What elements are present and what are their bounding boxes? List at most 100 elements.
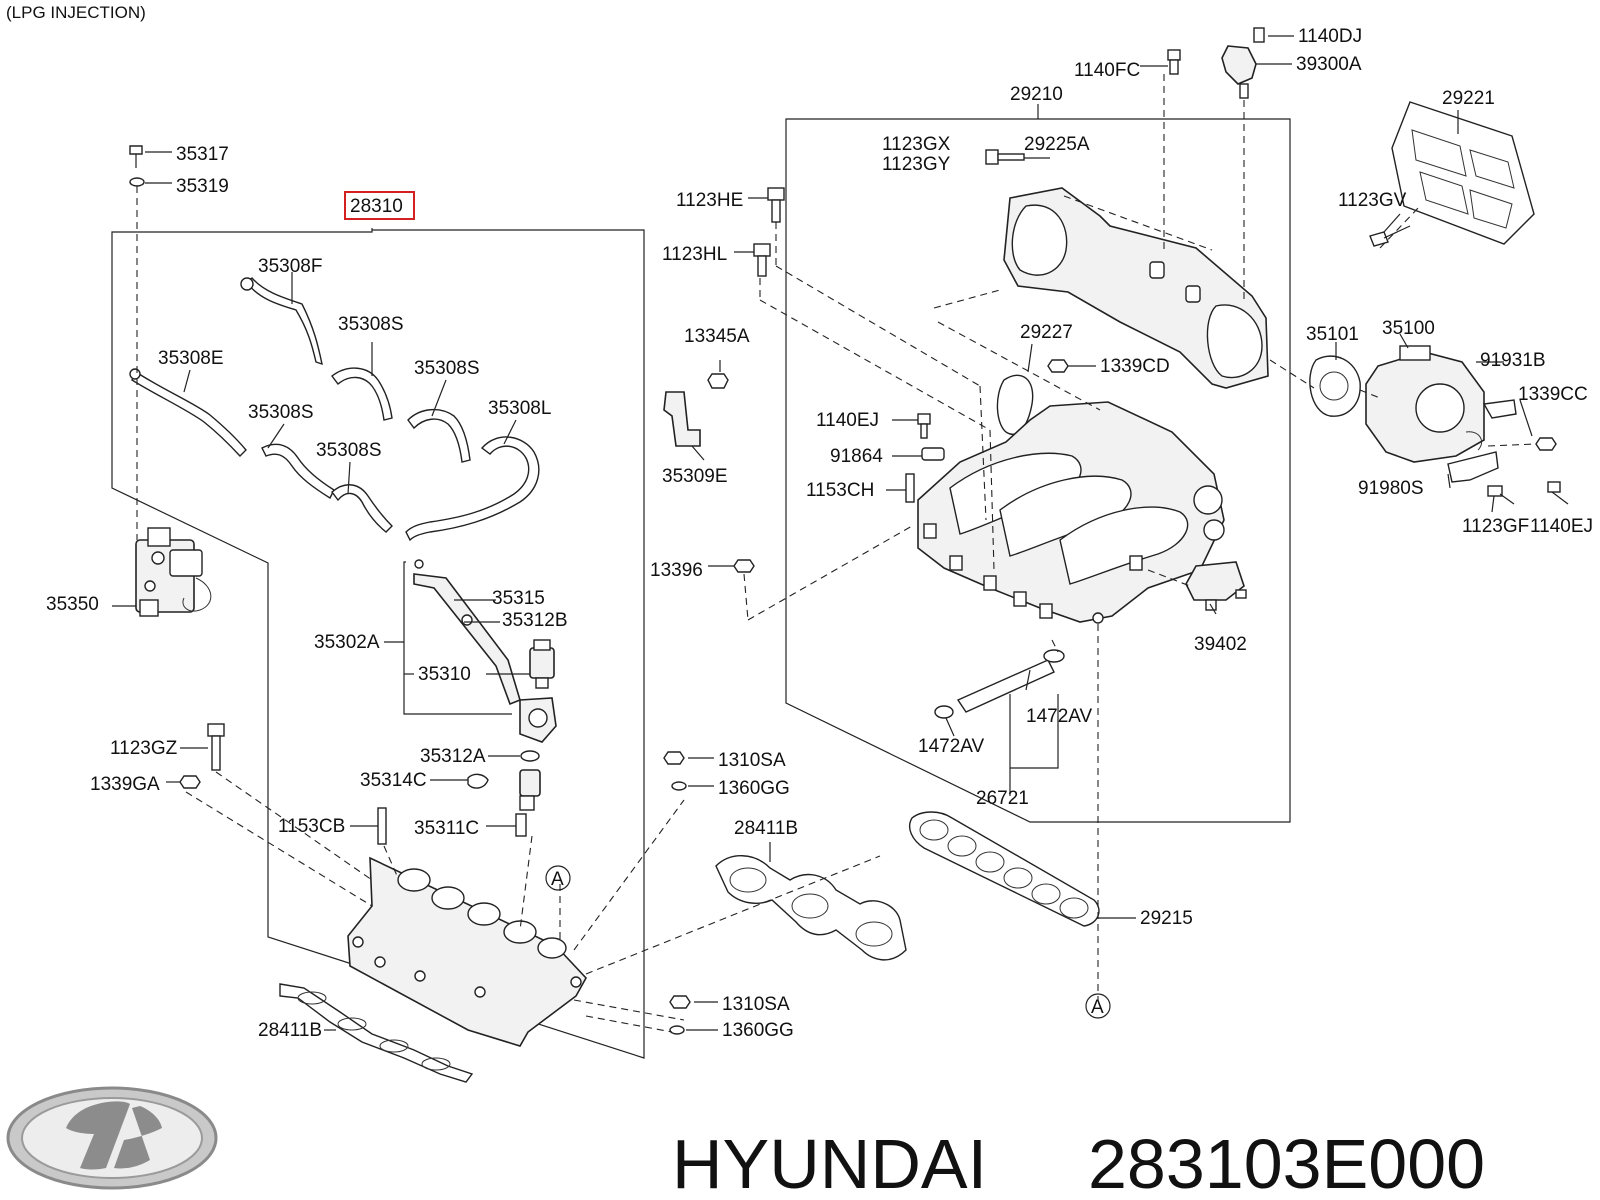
bracket-91864 xyxy=(921,447,945,461)
label-35312B: 35312B xyxy=(502,610,568,631)
label-35315: 35315 xyxy=(492,588,545,609)
bracket-91980S xyxy=(1447,451,1499,483)
surge-tank-29210 xyxy=(1003,187,1269,389)
gasket-28411B-left xyxy=(279,983,474,1083)
label-35310: 35310 xyxy=(418,664,471,685)
label-35100: 35100 xyxy=(1382,318,1435,339)
label-35308S-d: 35308S xyxy=(316,440,382,461)
bolt-1140EJ-lower xyxy=(1547,481,1569,505)
callout-labels: 35317 35319 28310 35308F 35308S 35308E 3… xyxy=(46,26,1593,1041)
label-1310SA-b: 1310SA xyxy=(722,994,790,1015)
hose-35308L xyxy=(405,436,540,542)
bracket-91931B xyxy=(1482,399,1517,419)
nut-1339GA xyxy=(179,775,201,789)
bolt-1123HL xyxy=(753,243,771,277)
gasket-28411B-center xyxy=(715,855,907,961)
stud-1153CH xyxy=(905,473,915,503)
bolt-1123GF xyxy=(1487,485,1515,505)
nut-1310SA-upper xyxy=(663,751,685,765)
label-35308E: 35308E xyxy=(158,348,224,369)
label-1153CH: 1153CH xyxy=(806,480,874,501)
label-35101: 35101 xyxy=(1306,324,1359,345)
label-13396: 13396 xyxy=(650,560,703,581)
label-1140DJ: 1140DJ xyxy=(1298,26,1362,47)
bolt-1140EJ-upper xyxy=(917,413,931,439)
label-29210: 29210 xyxy=(1010,84,1063,105)
label-35302A: 35302A xyxy=(314,632,380,653)
hose-35308S-b xyxy=(407,409,471,463)
assembly-box-left xyxy=(111,228,645,1059)
label-29227: 29227 xyxy=(1020,322,1073,343)
label-1339CD: 1339CD xyxy=(1100,356,1170,377)
label-29221: 29221 xyxy=(1442,88,1495,109)
bolt-35317 xyxy=(129,145,143,168)
hose-35308S-d xyxy=(331,484,393,533)
label-35319: 35319 xyxy=(176,176,229,197)
label-1360GG-b: 1360GG xyxy=(722,1020,794,1041)
nozzle-35314C xyxy=(467,773,489,789)
bolt-1140FC xyxy=(1167,49,1181,75)
label-1153CB: 1153CB xyxy=(278,816,345,837)
hyundai-logo xyxy=(6,1086,218,1190)
bolt-1123GZ xyxy=(207,723,225,771)
hose-35308S-c xyxy=(261,443,335,500)
label-1123GF: 1123GF xyxy=(1462,516,1529,537)
nut-1339CC xyxy=(1535,437,1557,451)
alignment-dashed-lines xyxy=(185,74,1537,1033)
nut-13345A xyxy=(707,373,729,389)
label-28310: 28310 xyxy=(350,196,403,217)
bolt-1123GV xyxy=(1369,225,1411,247)
reference-circle-a-right xyxy=(1085,993,1111,1019)
washer-35319 xyxy=(129,177,145,187)
label-28411B-a: 28411B xyxy=(258,1020,322,1041)
label-35308S-b: 35308S xyxy=(414,358,480,379)
label-35308S-a: 35308S xyxy=(338,314,404,335)
bolt-1123GX xyxy=(985,149,1025,165)
label-35308S-c: 35308S xyxy=(248,402,314,423)
label-29225A: 29225A xyxy=(1024,134,1090,155)
label-1140EJ-b: 1140EJ xyxy=(1530,516,1593,537)
injector-35310 xyxy=(529,639,555,689)
label-35350: 35350 xyxy=(46,594,99,615)
label-1140EJ-a: 1140EJ xyxy=(816,410,879,431)
highlight-box-28310 xyxy=(344,191,415,220)
label-1123GY: 1123GY xyxy=(882,154,951,175)
stud-1153CB xyxy=(377,807,387,845)
label-35317: 35317 xyxy=(176,144,229,165)
sensor-39300A xyxy=(1221,45,1257,99)
label-1472AV-b: 1472AV xyxy=(918,736,985,757)
bolt-1123HE xyxy=(767,187,785,223)
nut-13396 xyxy=(733,559,755,573)
label-35308F: 35308F xyxy=(258,256,322,277)
label-35312A: 35312A xyxy=(420,746,486,767)
label-1123GZ: 1123GZ xyxy=(110,738,178,759)
oring-35312A xyxy=(520,750,540,762)
hose-35308F xyxy=(240,277,323,366)
gasket-35101 xyxy=(1309,355,1361,417)
assembly-box-right xyxy=(785,104,1291,823)
label-1123GV: 1123GV xyxy=(1338,190,1407,211)
washer-1360GG-upper xyxy=(671,781,687,791)
throttle-body-35100 xyxy=(1365,345,1485,463)
label-35311C: 35311C xyxy=(414,818,479,839)
label-1123GX: 1123GX xyxy=(882,134,951,155)
label-1339GA: 1339GA xyxy=(90,774,160,795)
label-1123HL: 1123HL xyxy=(662,244,727,265)
fitting-35311C xyxy=(515,769,541,837)
label-1140FC: 1140FC xyxy=(1074,60,1140,81)
reference-circle-a-left xyxy=(545,865,571,891)
nut-1339CD xyxy=(1047,359,1069,373)
diagram-header: (LPG INJECTION) xyxy=(6,3,146,22)
brand-name: HYUNDAI xyxy=(672,1125,987,1200)
label-39300A: 39300A xyxy=(1296,54,1362,75)
washer-1360GG-lower xyxy=(669,1025,685,1035)
label-28411B-b: 28411B xyxy=(734,818,798,839)
gasket-29215 xyxy=(908,811,1100,927)
bolt-1140DJ xyxy=(1253,27,1265,43)
solenoid-39402 xyxy=(1185,561,1247,611)
label-39402: 39402 xyxy=(1194,634,1247,655)
bracket-35309E xyxy=(663,391,701,447)
upper-intake-manifold xyxy=(917,401,1225,624)
label-a-right: A xyxy=(1091,997,1104,1018)
label-91864: 91864 xyxy=(830,446,883,467)
